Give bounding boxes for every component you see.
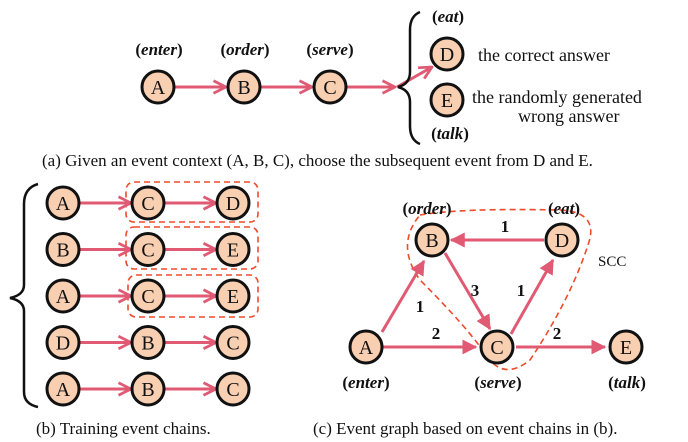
verb-label-c-D: (eat) bbox=[548, 199, 580, 218]
svg-text:D: D bbox=[56, 333, 70, 355]
svg-text:C: C bbox=[141, 240, 154, 262]
node-c-D: D bbox=[544, 222, 580, 258]
edge-weight-B-C: 3 bbox=[471, 281, 480, 300]
edge-a-choice-D bbox=[396, 67, 432, 89]
svg-text:E: E bbox=[227, 286, 239, 308]
node-a-A: A bbox=[140, 69, 176, 105]
verb-label-a-A: (enter) bbox=[135, 40, 182, 59]
node-c-B: B bbox=[414, 222, 450, 258]
svg-text:B: B bbox=[141, 379, 154, 401]
candidate-D-description: the correct answer bbox=[478, 45, 610, 65]
svg-text:C: C bbox=[323, 77, 336, 99]
edge-weight-C-E: 2 bbox=[553, 324, 562, 343]
svg-text:A: A bbox=[56, 286, 71, 308]
chain-node-C: C bbox=[130, 232, 166, 267]
chain-node-A: A bbox=[45, 371, 81, 407]
edge-c-B-C bbox=[443, 252, 492, 331]
svg-text:A: A bbox=[56, 193, 71, 215]
svg-text:E: E bbox=[441, 90, 453, 112]
svg-text:A: A bbox=[151, 77, 166, 99]
edge-weight-A-B: 1 bbox=[416, 297, 425, 316]
edge-c-A-B bbox=[380, 259, 426, 333]
svg-text:C: C bbox=[141, 193, 154, 215]
svg-text:C: C bbox=[141, 286, 154, 308]
node-c-E: E bbox=[608, 329, 644, 365]
svg-text:C: C bbox=[226, 333, 239, 355]
svg-text:E: E bbox=[620, 337, 632, 359]
chains-brace bbox=[9, 182, 39, 409]
svg-text:D: D bbox=[555, 230, 569, 252]
verb-label-a-C: (serve) bbox=[306, 40, 353, 59]
node-a-E: E bbox=[429, 82, 465, 118]
caption-a: (a) Given an event context (A, B, C), ch… bbox=[42, 151, 593, 170]
chain-list: A C D B C E A C E D B C A B C bbox=[45, 185, 251, 407]
chain-node-C: C bbox=[130, 185, 166, 221]
chain-node-D: D bbox=[215, 185, 251, 221]
chain-node-B: B bbox=[130, 371, 166, 407]
edge-c-C-D bbox=[509, 258, 555, 335]
chain-node-C: C bbox=[130, 278, 166, 314]
verb-label-c-E: (talk) bbox=[608, 373, 646, 392]
chain-node-D: D bbox=[45, 325, 81, 360]
edge-weight-C-D: 1 bbox=[517, 281, 526, 300]
svg-text:C: C bbox=[490, 337, 503, 359]
caption-b: (b) Training event chains. bbox=[36, 419, 211, 438]
chain-row: A B C bbox=[45, 371, 251, 407]
edge-weight-A-C: 2 bbox=[432, 324, 441, 343]
highlight-box-row-2 bbox=[125, 226, 259, 270]
choice-brace bbox=[397, 10, 421, 146]
svg-text:A: A bbox=[359, 337, 374, 359]
panel-b: A C D B C E A C E D B C A B C (b) Training event chain… bbox=[9, 181, 259, 438]
candidate-E-description-line2: wrong answer bbox=[518, 106, 619, 126]
chain-node-B: B bbox=[45, 232, 81, 267]
caption-c: (c) Event graph based on event chains in… bbox=[313, 419, 617, 438]
svg-text:B: B bbox=[141, 333, 154, 355]
candidate-E-description-line1: the randomly generated bbox=[472, 87, 642, 107]
chain-node-C: C bbox=[215, 325, 251, 360]
svg-text:D: D bbox=[440, 44, 454, 66]
node-c-A: A bbox=[348, 329, 384, 365]
verb-label-a-E: (talk) bbox=[431, 124, 469, 143]
svg-text:C: C bbox=[226, 379, 239, 401]
verb-label-a-D: (eat) bbox=[432, 7, 464, 26]
node-a-C: C bbox=[312, 69, 348, 105]
chain-node-E: E bbox=[215, 232, 251, 267]
chain-node-B: B bbox=[130, 325, 166, 360]
svg-text:B: B bbox=[56, 240, 69, 262]
node-c-C: C bbox=[479, 329, 515, 365]
verb-label-c-A: (enter) bbox=[342, 373, 389, 392]
panel-a: (enter) (order) (serve) A B C (eat) D th… bbox=[42, 7, 642, 170]
scc-boundary bbox=[406, 208, 592, 371]
verb-label-c-C: (serve) bbox=[474, 373, 521, 392]
chain-node-E: E bbox=[215, 278, 251, 314]
verb-label-c-B: (order) bbox=[402, 199, 451, 218]
svg-text:B: B bbox=[237, 77, 250, 99]
scc-label: SCC bbox=[598, 254, 626, 270]
node-a-B: B bbox=[226, 69, 262, 105]
svg-text:E: E bbox=[227, 240, 239, 262]
panel-c: SCC 1 1 3 1 2 2 A B C D E (enter) (order… bbox=[313, 199, 646, 438]
verb-label-a-B: (order) bbox=[220, 40, 269, 59]
edge-weight-D-B: 1 bbox=[501, 217, 510, 236]
svg-text:D: D bbox=[226, 193, 240, 215]
chain-node-C: C bbox=[215, 371, 251, 407]
svg-text:A: A bbox=[56, 379, 71, 401]
node-a-D: D bbox=[429, 36, 465, 72]
chain-node-A: A bbox=[45, 185, 81, 221]
chain-node-A: A bbox=[45, 278, 81, 314]
svg-text:B: B bbox=[425, 230, 438, 252]
